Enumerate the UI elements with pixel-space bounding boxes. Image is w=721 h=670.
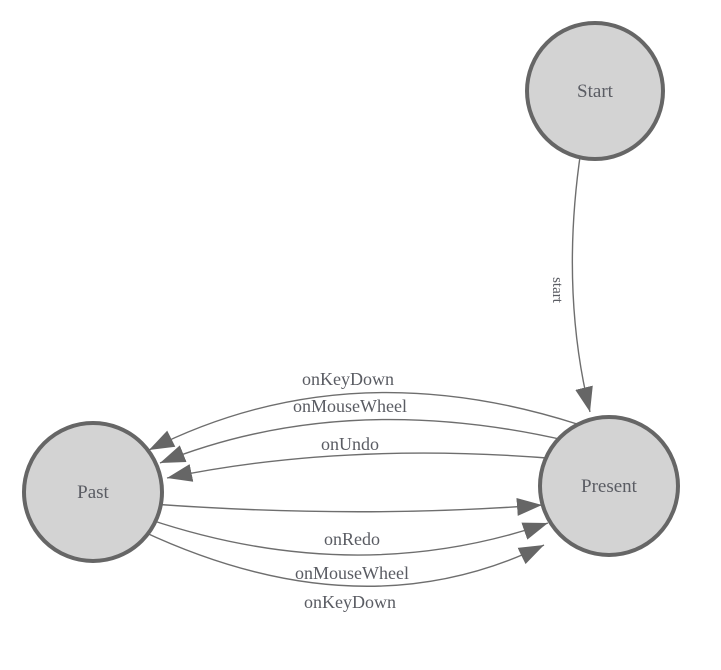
edge-present-to-past-onundo bbox=[166, 452, 561, 482]
edge-label-layer: start onKeyDown onMouseWheel onUndo onRe… bbox=[293, 277, 565, 612]
edge-past-to-present-onkeydown bbox=[141, 530, 545, 587]
edge-present-to-past-onmousewheel bbox=[159, 418, 569, 464]
state-node-past: Past bbox=[22, 421, 164, 563]
edge-past-to-present-onredo bbox=[151, 497, 543, 516]
state-node-present: Present bbox=[538, 415, 680, 557]
edge-label-start: start bbox=[549, 277, 565, 304]
edge-label-onmousewheel-top: onMouseWheel bbox=[293, 396, 407, 416]
edge-label-onkeydown-top: onKeyDown bbox=[302, 369, 394, 389]
node-circle-past bbox=[22, 421, 164, 563]
edge-layer bbox=[141, 149, 593, 587]
node-circle-start bbox=[525, 21, 665, 161]
node-label-present: Present bbox=[581, 476, 638, 497]
edge-present-to-past-onkeydown bbox=[148, 391, 578, 451]
node-label-start: Start bbox=[577, 81, 614, 102]
edge-past-to-present-onmousewheel bbox=[147, 518, 549, 556]
node-label-past: Past bbox=[77, 482, 109, 503]
state-node-start: Start bbox=[525, 21, 665, 161]
edge-label-onkeydown-bottom: onKeyDown bbox=[304, 592, 396, 612]
edge-start-to-present bbox=[571, 149, 593, 413]
node-circle-present bbox=[538, 415, 680, 557]
edge-label-onundo: onUndo bbox=[321, 434, 379, 454]
edge-label-onmousewheel-bottom: onMouseWheel bbox=[295, 563, 409, 583]
edge-label-onredo: onRedo bbox=[324, 529, 380, 549]
